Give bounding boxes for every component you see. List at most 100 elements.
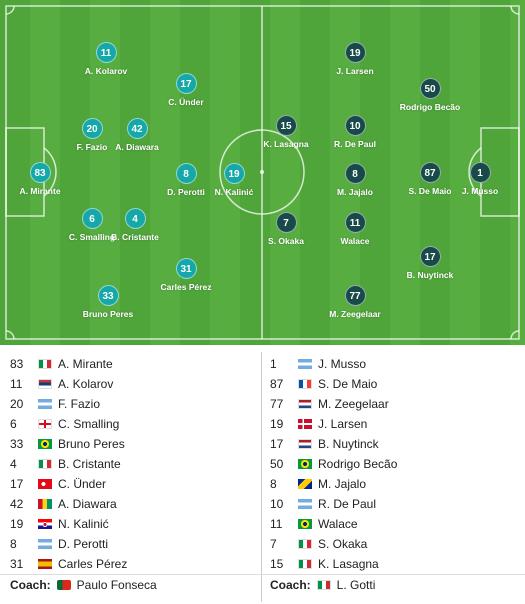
shirt-number-badge: 7 xyxy=(275,212,297,233)
shirt-number: 31 xyxy=(10,557,24,571)
shirt-number: 33 xyxy=(10,437,24,451)
shirt-number-badge: 19 xyxy=(223,163,245,184)
argentina-flag-icon xyxy=(298,359,312,369)
shirt-number: 1 xyxy=(270,357,277,371)
lineup-row[interactable]: 33 Bruno Peres xyxy=(10,434,260,454)
player-name: D. Perotti xyxy=(167,187,205,197)
shirt-number-badge: 50 xyxy=(419,78,441,99)
player-name: M. Jajalo xyxy=(337,187,373,197)
shirt-number-badge: 19 xyxy=(344,42,366,63)
player-name: D. Perotti xyxy=(58,537,109,551)
lineup-row[interactable]: 1 J. Musso xyxy=(270,354,520,374)
player-name: A. Kolarov xyxy=(58,377,114,391)
shirt-number: 8 xyxy=(10,537,17,551)
argentina-flag-icon xyxy=(38,539,52,549)
shirt-number-badge: 15 xyxy=(275,115,297,136)
spain-flag-icon xyxy=(38,559,52,569)
player-name: M. Zeegelaar xyxy=(318,397,389,411)
pitch-player[interactable]: 11 A. Kolarov xyxy=(66,42,146,76)
turkey-flag-icon xyxy=(38,479,52,489)
shirt-number-badge: 8 xyxy=(344,163,366,184)
pitch-player[interactable]: 19 N. Kalinić xyxy=(194,163,274,197)
player-name: B. Nuytinck xyxy=(406,270,454,280)
lineup-divider xyxy=(261,352,262,602)
coach-label: Coach: xyxy=(10,578,51,592)
argentina-flag-icon xyxy=(298,499,312,509)
player-name: A. Diawara xyxy=(115,142,159,152)
brazil-flag-icon xyxy=(298,459,312,469)
home-coach-name[interactable]: Paulo Fonseca xyxy=(76,578,157,592)
player-name: J. Musso xyxy=(318,357,367,371)
lineup-row[interactable]: 8 D. Perotti xyxy=(10,534,260,554)
shirt-number-badge: 11 xyxy=(95,42,117,63)
player-name: R. De Paul xyxy=(333,139,377,149)
shirt-number: 17 xyxy=(270,437,284,451)
shirt-number: 42 xyxy=(10,497,24,511)
pitch-player[interactable]: 8 D. Perotti xyxy=(146,163,226,197)
player-name: J. Musso xyxy=(461,186,499,196)
serbia-flag-icon xyxy=(38,379,52,389)
player-name: C. Ünder xyxy=(168,97,204,107)
bosnia-flag-icon xyxy=(298,479,312,489)
shirt-number-badge: 8 xyxy=(175,163,197,184)
away-coach-name[interactable]: L. Gotti xyxy=(336,578,376,592)
shirt-number-badge: 6 xyxy=(81,208,103,229)
player-name: F. Fazio xyxy=(76,142,108,152)
shirt-number: 4 xyxy=(10,457,17,471)
player-name: M. Jajalo xyxy=(318,477,367,491)
shirt-number: 11 xyxy=(270,517,283,531)
player-name: S. Okaka xyxy=(318,537,368,551)
player-name: F. Fazio xyxy=(58,397,101,411)
coach-separator xyxy=(0,574,525,575)
player-name: Bruno Peres xyxy=(58,437,125,451)
croatia-flag-icon xyxy=(38,519,52,529)
player-name: M. Zeegelaar xyxy=(329,309,381,319)
player-name: A. Kolarov xyxy=(84,66,128,76)
player-name: N. Kalinić xyxy=(214,187,254,197)
player-name: N. Kalinić xyxy=(58,517,109,531)
shirt-number: 11 xyxy=(10,377,23,391)
brazil-flag-icon xyxy=(298,519,312,529)
shirt-number-badge: 33 xyxy=(97,285,119,306)
lineup-row[interactable]: 11 A. Kolarov xyxy=(10,374,260,394)
home-coach: Coach: Paulo Fonseca xyxy=(10,578,157,592)
pitch-player[interactable]: 8 M. Jajalo xyxy=(315,163,395,197)
